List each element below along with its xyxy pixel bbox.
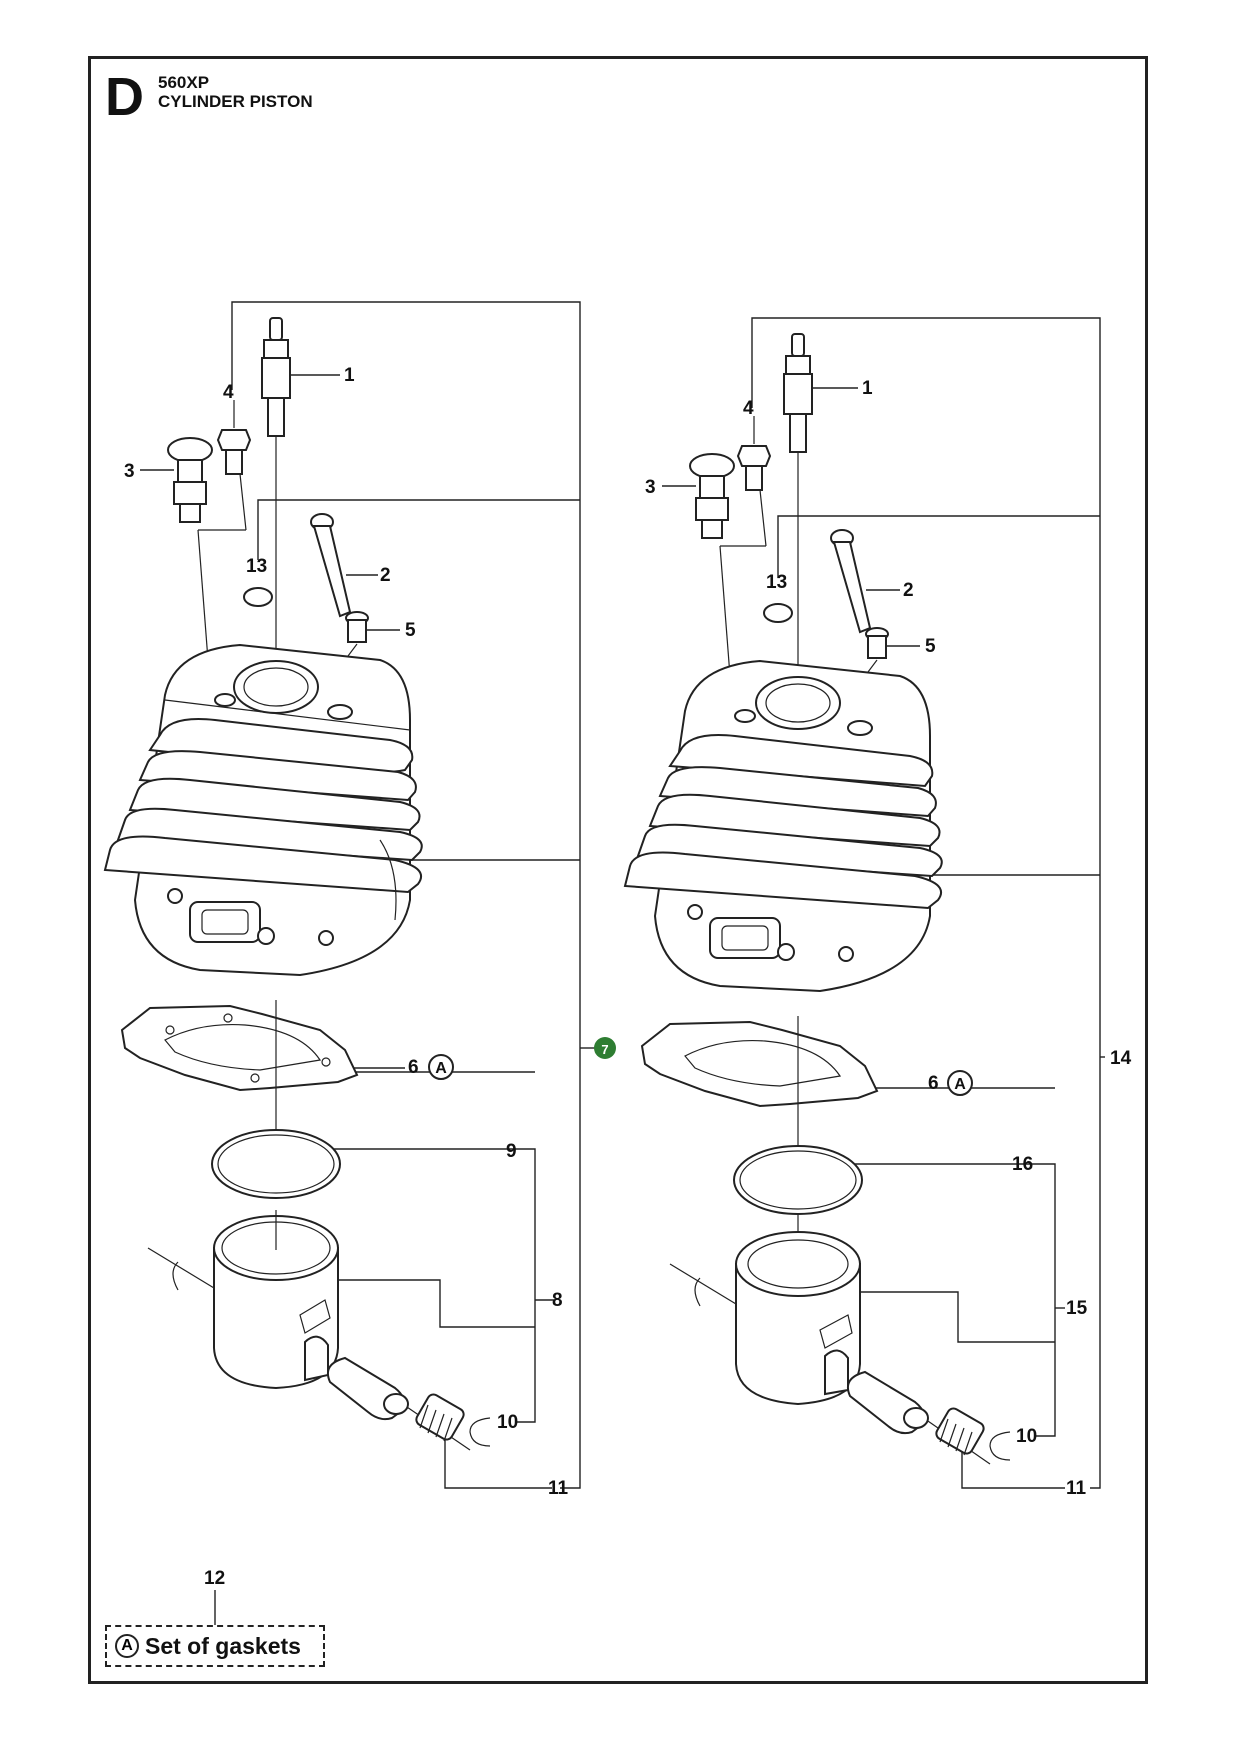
callout-9: 9 [506, 1141, 517, 1162]
callout-11-left: 11 [548, 1478, 569, 1499]
piston-pin-part [846, 1370, 929, 1435]
callout-5-left: 5 [405, 620, 416, 641]
callout-13-left: 13 [246, 556, 267, 577]
seal-part [763, 603, 793, 623]
circlip-part [989, 1431, 1011, 1461]
circlip-part [469, 1417, 491, 1447]
callout-3-left: 3 [124, 461, 135, 482]
callout-14: 14 [1110, 1048, 1132, 1069]
section-letter: D [105, 67, 144, 127]
spark-plug-part [783, 333, 858, 665]
marker-circle-right [947, 1070, 973, 1096]
callout-16: 16 [1012, 1154, 1033, 1175]
callout-15: 15 [1066, 1298, 1088, 1319]
piston-part [147, 1210, 471, 1451]
legend-text: Set of gaskets [145, 1632, 301, 1659]
piston-ring-part [211, 1129, 341, 1199]
callout-11-right: 11 [1066, 1478, 1087, 1499]
plug-screw-part [720, 416, 772, 547]
callout-1-left: 1 [344, 365, 355, 386]
legend-marker: A [115, 1634, 139, 1658]
plug-screw-part [198, 400, 252, 531]
spark-plug-part [261, 317, 340, 650]
piston-ring-part [733, 1145, 863, 1215]
cylinder-screw-part [310, 513, 378, 618]
needle-bearing-part [935, 1407, 985, 1456]
callout-13-right: 13 [766, 572, 787, 593]
piston-pin-part [326, 1356, 409, 1421]
page-frame [88, 56, 1148, 1684]
callout-2-right: 2 [903, 580, 914, 601]
gasket-set-legend: A Set of gaskets [105, 1625, 325, 1667]
decompression-valve-part [662, 453, 735, 677]
cylinder-screw-part [830, 529, 900, 634]
marker-letter-left: A [435, 1060, 447, 1077]
left-assembly [103, 301, 596, 1489]
diagram-title: CYLINDER PISTON [158, 92, 313, 111]
decompression-valve-part [140, 437, 213, 661]
callout-7: 7 [601, 1042, 608, 1057]
callout-12: 12 [204, 1568, 225, 1589]
cylinder-part [623, 659, 943, 993]
callout-10-left: 10 [497, 1412, 518, 1433]
marker-letter-right: A [954, 1076, 966, 1093]
callout-1-right: 1 [862, 378, 873, 399]
callout-8: 8 [552, 1290, 563, 1311]
bushing-part [329, 611, 400, 681]
seal-part [243, 587, 273, 607]
callout-4-right: 4 [743, 398, 754, 419]
cylinder-part [103, 643, 423, 977]
callout-6-left: 6 [408, 1057, 419, 1078]
right-assembly [623, 317, 1105, 1489]
callout-10-right: 10 [1016, 1426, 1037, 1447]
callout-2-left: 2 [380, 565, 391, 586]
needle-bearing-part [415, 1393, 465, 1442]
callout-3-right: 3 [645, 477, 656, 498]
cylinder-gasket-part [640, 1016, 879, 1240]
marker-circle-left [428, 1054, 454, 1080]
callout-5-right: 5 [925, 636, 936, 657]
callout-4-left: 4 [223, 382, 234, 403]
green-badge-7: 7 [594, 1037, 616, 1059]
callout-6-right: 6 [928, 1073, 939, 1094]
model-name: 560XP [158, 73, 210, 92]
